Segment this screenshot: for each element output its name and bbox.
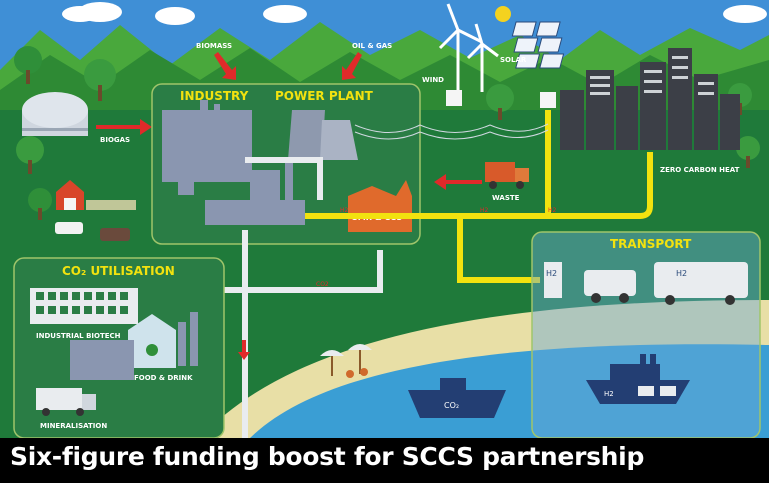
bus-icon: H2 — [654, 262, 748, 305]
svg-text:H2: H2 — [548, 207, 557, 214]
mineralisation-truck-icon — [36, 388, 96, 416]
label-waste: WASTE — [492, 194, 520, 202]
label-zero-carbon-heat: ZERO CARBON HEAT — [660, 166, 740, 174]
hydrogen-pipeline — [305, 110, 653, 283]
barn-icon — [56, 180, 136, 210]
svg-text:CO₂: CO₂ — [444, 401, 459, 410]
arrow-oil-gas — [342, 52, 362, 80]
arrow-biogas — [96, 119, 152, 135]
clouds — [62, 2, 767, 25]
factory-icon — [162, 100, 305, 225]
label-wind: WIND — [422, 76, 444, 84]
biogas-digester-icon — [22, 92, 88, 136]
label-biomass: BIOMASS — [196, 42, 232, 50]
label-solar: SOLAR — [500, 56, 527, 64]
solar-panels-icon — [511, 21, 565, 69]
label-power-plant: POWER PLANT — [275, 89, 374, 103]
label-mineralisation: MINERALISATION — [40, 422, 107, 430]
waste-truck-icon — [485, 162, 529, 189]
cooling-towers-icon — [288, 110, 358, 160]
caption-headline[interactable]: Six-figure funding boost for SCCS partne… — [10, 442, 645, 471]
h2-ferry-icon: H2 — [586, 354, 690, 404]
caption-bar: Six-figure funding boost for SCCS partne… — [0, 438, 769, 483]
label-co2-pipe: CO2 — [316, 281, 329, 288]
biotech-building-icon — [30, 288, 138, 324]
wind-turbines-icon — [438, 3, 499, 92]
co2-pipes — [190, 157, 383, 438]
arrow-biomass — [214, 52, 236, 80]
arrow-waste — [434, 174, 482, 190]
label-biogas: BIOGAS — [100, 136, 130, 144]
beach-umbrellas-icon — [320, 344, 372, 378]
solar-switch-icon — [540, 92, 556, 108]
car-icon — [584, 270, 636, 303]
label-co2-utilisation: CO₂ UTILISATION — [62, 264, 175, 278]
svg-text:H2: H2 — [480, 207, 489, 214]
city-skyline-icon — [560, 48, 740, 150]
cow-icon — [55, 222, 130, 241]
svg-text:H2: H2 — [546, 269, 557, 278]
food-factory-icon — [70, 312, 198, 380]
svg-text:H2: H2 — [604, 390, 614, 398]
label-transport: TRANSPORT — [610, 237, 692, 251]
trees — [14, 46, 760, 220]
wind-switch-icon — [446, 90, 462, 106]
co2-ship-icon: CO₂ — [408, 378, 506, 418]
sun-icon — [495, 6, 511, 22]
greenhouse-icon — [128, 314, 176, 368]
label-industry: INDUSTRY — [180, 89, 249, 103]
h2-pump-icon: H2 — [544, 262, 562, 298]
arrow-co2-down — [238, 340, 250, 360]
label-food-drink: FOOD & DRINK — [134, 374, 193, 382]
city-windows — [590, 56, 714, 95]
power-lines — [354, 123, 549, 140]
label-industrial-biotech: INDUSTRIAL BIOTECH — [36, 332, 121, 340]
hydrogen-economy-illustration: BIOGAS INDUSTRY POWER PLANT BIOMASS OIL … — [0, 0, 769, 438]
svg-text:H2: H2 — [340, 207, 349, 214]
h2-flow-labels: H2 H2 H2 — [340, 207, 557, 214]
svg-text:H2: H2 — [676, 269, 687, 278]
label-oil-gas: OIL & GAS — [352, 42, 392, 50]
